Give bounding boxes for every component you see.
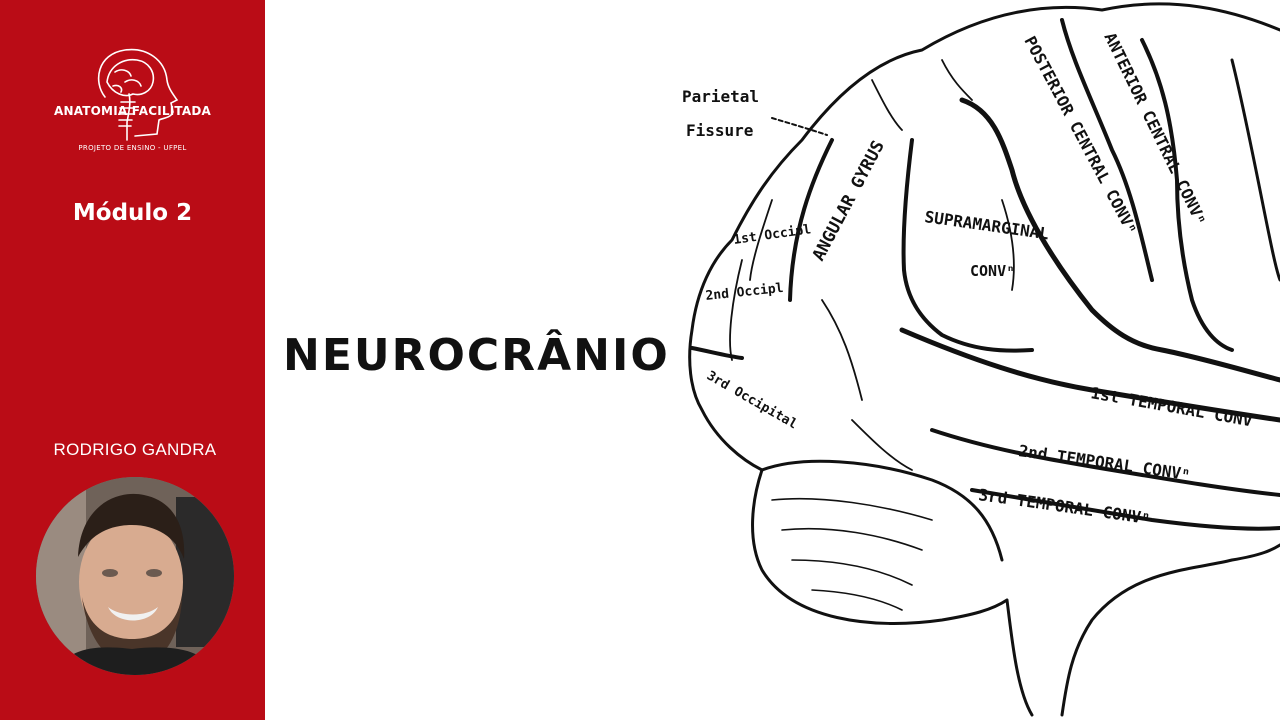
module-label: Módulo 2 [72, 200, 193, 226]
avatar [36, 477, 234, 675]
label-conv: CONVⁿ [970, 262, 1015, 280]
page-title: NEUROCRÂNIO [283, 330, 670, 381]
logo-title: ANATOMIA FACILITADA [53, 104, 212, 118]
label-occip-2: 2nd Occipl [705, 281, 784, 304]
label-occip-1: 1st Occipl [732, 222, 812, 248]
label-supramarginal: SUPRAMARGINAL [923, 207, 1050, 243]
brain-illustration: Parietal Fissure ANGULAR GYRUS SUPRAMARG… [682, 2, 1280, 717]
label-fissure: Fissure [686, 121, 753, 140]
label-temporal-2: 2nd TEMPORAL CONVⁿ [1017, 441, 1191, 484]
author-name: RODRIGO GANDRA [53, 440, 217, 459]
label-angular-gyrus: ANGULAR GYRUS [809, 137, 889, 264]
head-brain-icon [97, 48, 179, 141]
label-temporal-1: 1st TEMPORAL CONV [1089, 383, 1254, 430]
sidebar: ANATOMIA FACILITADA PROJETO DE ENSINO - … [0, 0, 265, 720]
label-occip-3: 3rd Occipital [704, 368, 800, 432]
label-parietal: Parietal [682, 87, 759, 106]
label-temporal-3: 3rd TEMPORAL CONVⁿ [977, 485, 1151, 528]
logo-subtitle: PROJETO DE ENSINO - UFPEL [78, 144, 187, 152]
